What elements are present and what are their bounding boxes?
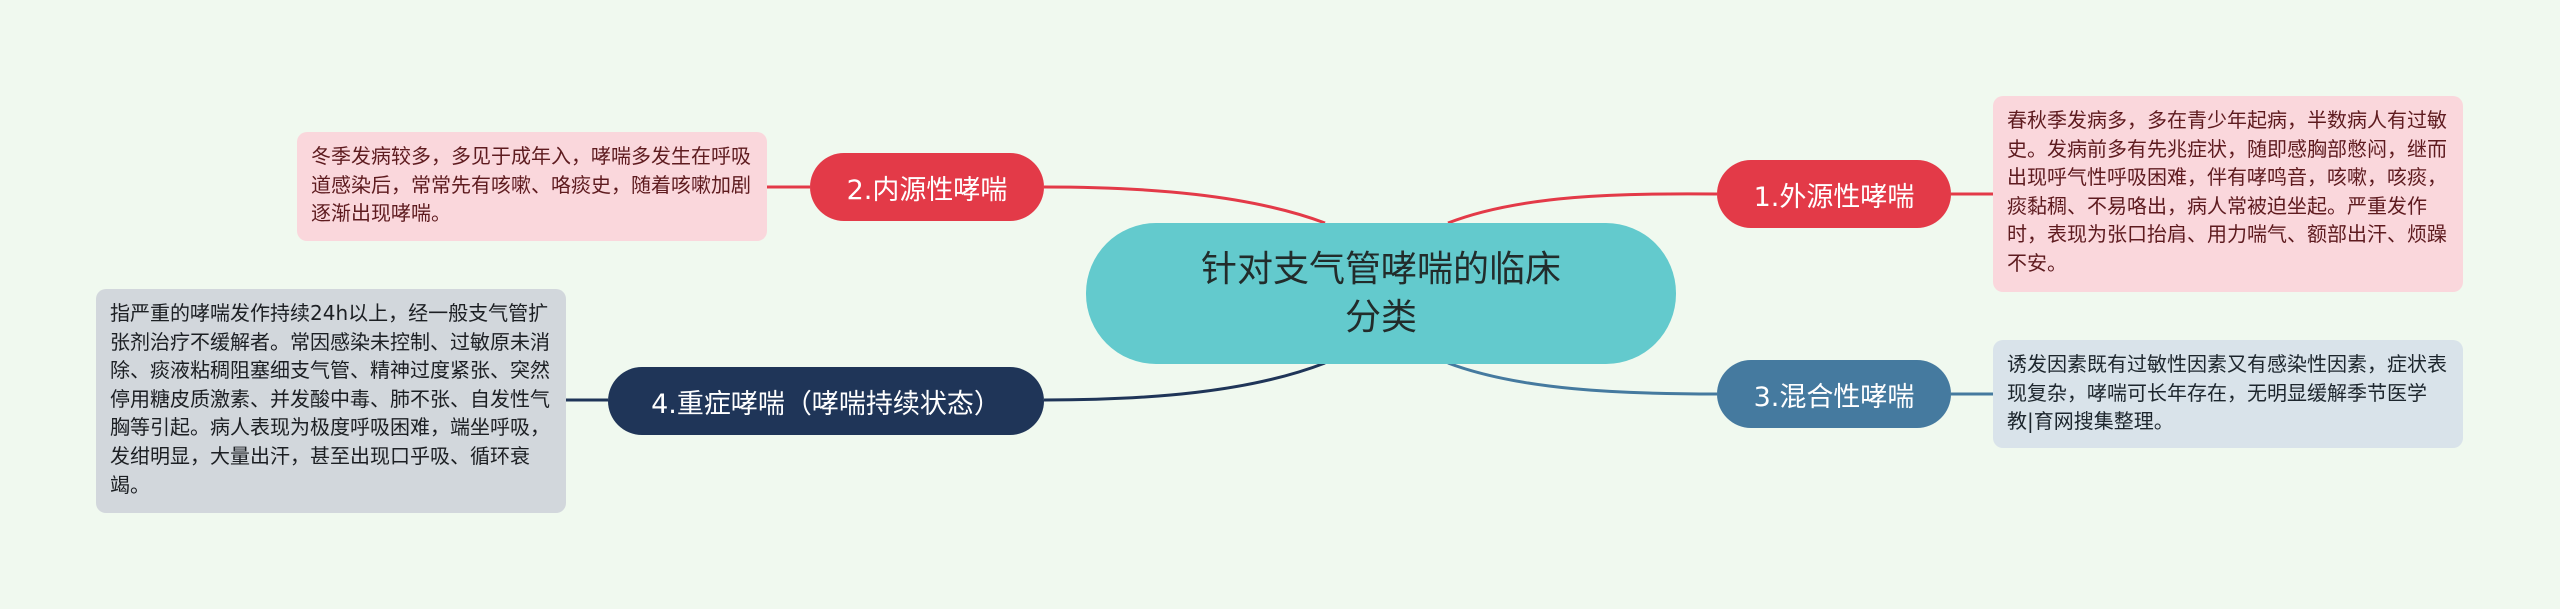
branch-topic-severe-asthma[interactable]: 4.重症哮喘（哮喘持续状态） [608,367,1044,435]
note-mixed-asthma[interactable]: 诱发因素既有过敏性因素又有感染性因素，症状表现复杂，哮喘可长年存在，无明显缓解季… [1993,340,2463,448]
branch-topic-label: 3.混合性哮喘 [1753,381,1915,413]
branch-topic-label: 1.外源性哮喘 [1753,181,1915,213]
note-severe-asthma[interactable]: 指严重的哮喘发作持续24h以上，经一般支气管扩张剂治疗不缓解者。常因感染未控制、… [96,289,566,513]
note-text: 指严重的哮喘发作持续24h以上，经一般支气管扩张剂治疗不缓解者。常因感染未控制、… [110,301,550,497]
branch-topic-extrinsic-asthma[interactable]: 1.外源性哮喘 [1717,160,1951,228]
note-extrinsic-asthma[interactable]: 春秋季发病多，多在青少年起病，半数病人有过敏史。发病前多有先兆症状，随即感胸部憋… [1993,96,2463,292]
root-topic-label: 针对支气管哮喘的临床分类 [1200,248,1561,338]
branch-topic-mixed-asthma[interactable]: 3.混合性哮喘 [1717,360,1951,428]
root-topic[interactable]: 针对支气管哮喘的临床分类 [1086,223,1676,364]
note-text: 诱发因素既有过敏性因素又有感染性因素，症状表现复杂，哮喘可长年存在，无明显缓解季… [2007,352,2447,434]
branch-topic-label: 4.重症哮喘（哮喘持续状态） [651,388,1001,420]
note-intrinsic-asthma[interactable]: 冬季发病较多，多见于成年入，哮喘多发生在呼吸道感染后，常常先有咳嗽、咯痰史，随着… [297,132,767,241]
branch-topic-label: 2.内源性哮喘 [846,174,1008,206]
branch-topic-intrinsic-asthma[interactable]: 2.内源性哮喘 [810,153,1044,221]
note-text: 春秋季发病多，多在青少年起病，半数病人有过敏史。发病前多有先兆症状，随即感胸部憋… [2007,108,2447,275]
note-text: 冬季发病较多，多见于成年入，哮喘多发生在呼吸道感染后，常常先有咳嗽、咯痰史，随着… [311,144,751,226]
